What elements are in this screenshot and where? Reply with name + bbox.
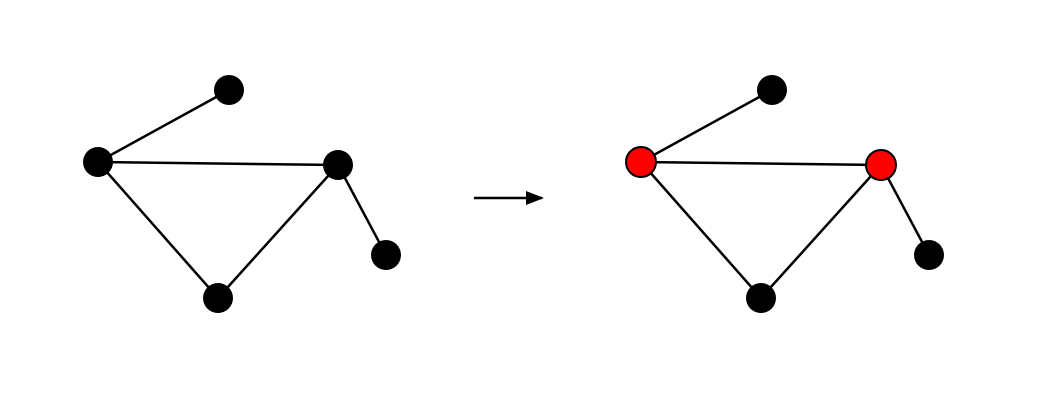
highlighted-node-c (865, 149, 897, 181)
graph-edge-b-c (640, 160, 882, 167)
graph-node-b (83, 147, 113, 177)
highlighted-node-b (625, 146, 657, 178)
graph-node-a (757, 75, 787, 105)
graph-node-d (203, 283, 233, 313)
graph-node-e (371, 240, 401, 270)
graph-edge-b-d (640, 161, 762, 299)
graph-node-c (323, 150, 353, 180)
graph-node-d (746, 283, 776, 313)
graph-edge-b-d (97, 161, 219, 299)
graph-node-e (914, 240, 944, 270)
graph-edge-c-d (217, 164, 339, 299)
graph-edge-c-d (760, 164, 882, 299)
graph-node-a (214, 75, 244, 105)
before-graph (83, 75, 401, 313)
graph-edge-a-b (97, 88, 230, 164)
graph-edge-b-c (97, 160, 339, 167)
after-graph (625, 75, 944, 313)
graph-edge-a-b (640, 88, 773, 164)
graph-edge-c-e (879, 164, 931, 256)
graph-edge-c-e (336, 164, 388, 256)
